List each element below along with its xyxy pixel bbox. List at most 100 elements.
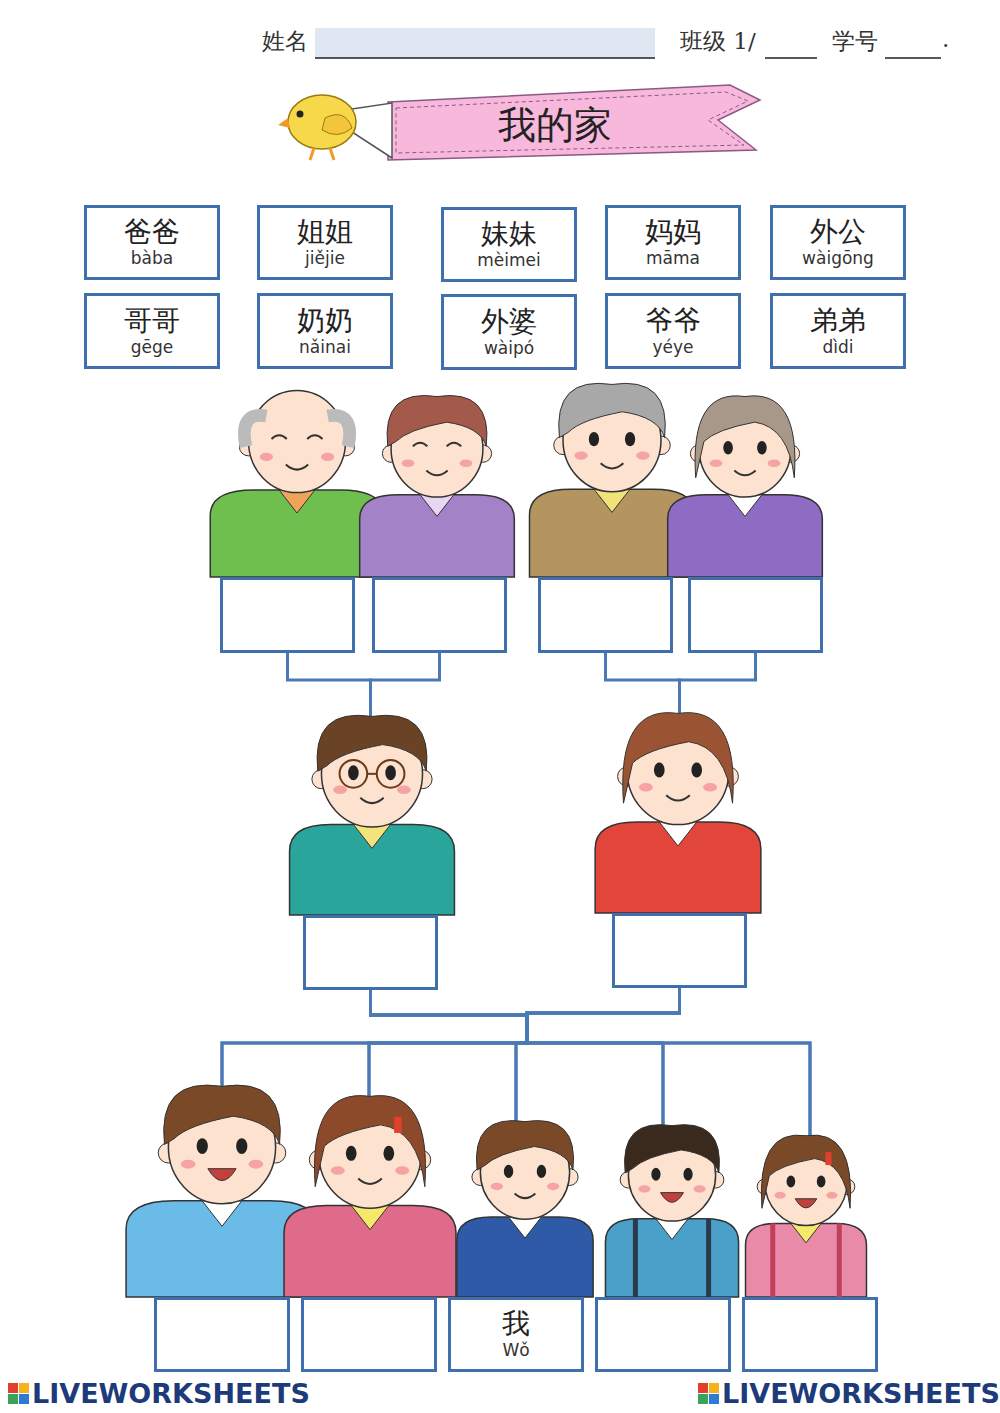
figure-part [661,1193,684,1203]
figure-part [377,760,405,788]
figure-part [426,470,447,475]
family-figures [126,383,866,1297]
word-card: 爷爷yéye [605,293,741,369]
figure-part [358,1179,382,1184]
figure-part [734,470,755,475]
figure-part [826,1192,837,1199]
figure-part [770,1223,775,1297]
answer-box [688,577,823,653]
figure-part [817,1175,826,1187]
figure-part [774,1192,785,1199]
word-card: 妈妈māma [605,205,741,280]
figure-part [197,1138,208,1154]
watermark-logo: LIVEWORKSHEETS [722,1378,1000,1409]
figure-part [625,1125,720,1173]
chinese-word: 奶奶 [297,305,353,337]
pinyin: bàba [131,248,173,268]
figure-part [515,1193,536,1198]
chinese-word: 爷爷 [645,305,701,337]
worksheet-title: 我的家 [498,100,612,151]
figure-part [457,1217,593,1297]
figure-part [208,1169,236,1181]
chinese-word: 爸爸 [124,216,180,248]
chinese-word: 姐姐 [297,216,353,248]
pinyin: Wǒ [502,1340,529,1360]
figure-part [360,495,515,577]
chinese-word: 哥哥 [124,305,180,337]
figure-part [394,1117,402,1133]
answer-box [595,1297,731,1372]
figure-part [623,713,733,804]
underline [765,57,817,59]
figure-part [447,443,461,447]
pinyin: wàipó [484,338,534,358]
figure-part [636,451,649,459]
figure-part [307,435,322,439]
family-member-figure [290,715,455,915]
figure-part [385,765,396,780]
figure-part [367,773,377,775]
figure-part [639,783,653,792]
header-field-label: 姓名 [262,26,308,57]
pinyin: wàigōng [802,248,874,268]
answer-box [372,577,507,653]
figure-part [395,1166,409,1175]
figure-part [383,1146,394,1161]
pinyin: yéye [652,337,693,357]
chinese-word: 我 [502,1308,530,1340]
answer-box [538,577,673,653]
figure-part [181,1160,196,1169]
word-card: 弟弟dìdi [770,293,906,369]
family-member-figure [605,1125,738,1297]
figure-part [476,1121,573,1170]
family-member-figure [457,1121,593,1297]
figure-part [654,763,665,778]
figure-part [271,435,286,439]
pinyin: gēge [131,337,174,357]
figure-part [723,441,733,455]
family-member-figure [210,391,384,577]
title-banner [388,85,760,160]
word-card: 外公wàigōng [770,205,906,280]
figure-part [164,1085,281,1144]
figure-part [547,1183,559,1191]
figure-part [605,1219,738,1297]
pinyin: nǎinai [299,337,351,357]
word-card: 外婆wàipó [441,294,577,370]
figure-part [746,1223,867,1297]
figure-part [728,495,762,517]
chinese-word: 弟弟 [810,305,866,337]
figure-part [703,783,717,792]
header-field-label: . [942,26,949,52]
figure-part [346,1146,357,1161]
chinese-word: 妹妹 [481,218,537,250]
pinyin: dìdi [822,337,853,357]
family-member-figure [284,1096,456,1297]
figure-part [210,490,384,577]
figure-part [509,1217,542,1238]
figure-part [504,1165,513,1178]
figure-part [202,1201,242,1226]
family-member-figure [595,713,761,913]
pinyin: jiějie [305,248,345,268]
figure-part [638,1185,650,1192]
chinese-word: 妈妈 [645,216,701,248]
figure-part [574,451,587,459]
figure-part [537,1165,546,1178]
answer-box [301,1297,437,1372]
family-member-figure [668,396,823,577]
figure-part [340,760,368,788]
figure-part [706,1219,711,1297]
figure-part [284,1205,456,1297]
figure-part [683,1168,692,1181]
figure-part [249,1160,264,1169]
figure-part [595,822,761,913]
answer-box [742,1297,878,1372]
figure-part [460,459,473,467]
family-member-figure [360,396,515,577]
answer-box: 我Wǒ [448,1297,584,1372]
word-card: 哥哥gēge [84,293,220,369]
watermark-logo: LIVEWORKSHEETS [32,1378,310,1409]
answer-box [612,913,747,988]
underline [315,57,655,59]
